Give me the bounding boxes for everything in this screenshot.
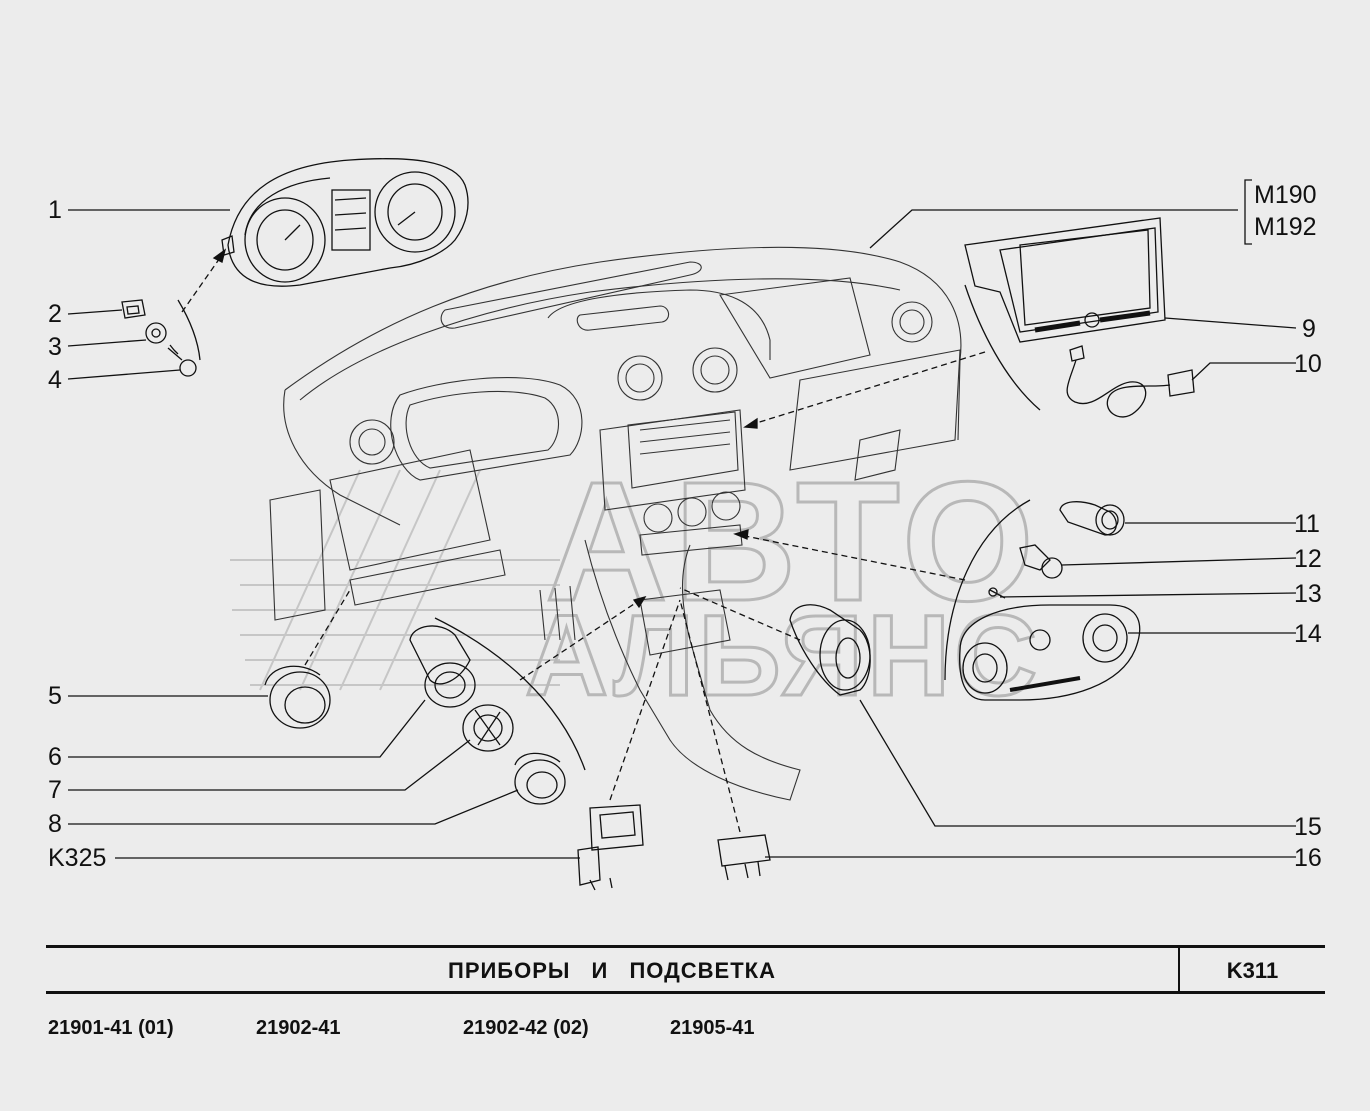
page-title: ПРИБОРЫ И ПОДСВЕТКА: [448, 958, 776, 983]
bulb-holder: [1019, 544, 1063, 579]
lighter-ring: [462, 704, 514, 752]
callout-5: 5: [48, 682, 62, 710]
callout-15: 15: [1294, 813, 1322, 841]
label-bracket: [1244, 179, 1252, 245]
arrow-to-cluster: [181, 254, 223, 313]
callout-2: 2: [48, 300, 62, 328]
leader-display: [869, 209, 1238, 249]
clip-part: [121, 299, 146, 319]
dashboard-outline: [269, 246, 962, 801]
callout-8: 8: [48, 810, 62, 838]
k325-switch: [577, 804, 644, 891]
callout-1: 1: [48, 196, 62, 224]
arrowhead-display: [743, 417, 758, 429]
watermark-line1: АВТО: [545, 447, 1040, 637]
callout-m192: M192: [1254, 213, 1317, 241]
ignition-switch: [789, 604, 871, 696]
lighter-plug: [514, 752, 566, 805]
arrowhead-lighter: [632, 595, 647, 609]
separator-arc-lighter: [434, 617, 586, 771]
callout-7: 7: [48, 776, 62, 804]
leader-lines: [67, 209, 1297, 859]
lighter-socket: [409, 625, 476, 708]
callout-9: 9: [1302, 315, 1316, 343]
model-code-2: 21902-41: [256, 1017, 341, 1039]
title-divider: [1178, 948, 1180, 991]
dashed-arrow-switch: [679, 587, 801, 641]
callout-11: 11: [1294, 510, 1320, 538]
heater-control-panel: [959, 604, 1141, 701]
dashed-arrow-knob: [304, 589, 351, 666]
cable-harness: [1066, 345, 1195, 418]
callout-13: 13: [1294, 580, 1322, 608]
callout-14: 14: [1294, 620, 1322, 648]
model-code-3: 21902-42 (02): [463, 1017, 589, 1039]
separator-arc-right: [964, 284, 1041, 411]
model-code-4: 21905-41: [670, 1017, 755, 1039]
instrument-cluster: [221, 158, 469, 287]
watermark-logo: АВТО АЛЬЯНС: [230, 446, 1041, 722]
arrowhead-heater: [733, 529, 749, 540]
nut-part: [145, 322, 167, 344]
button-switch: [717, 834, 771, 881]
light-socket: [1059, 501, 1125, 536]
separator-arc-left: [177, 299, 201, 361]
dashed-arrow-k325: [609, 599, 681, 801]
knob-part: [264, 665, 331, 729]
callout-10: 10: [1294, 350, 1322, 378]
callout-k325: K325: [48, 844, 107, 872]
separator-arc-heater: [944, 499, 1031, 681]
dashed-arrow-lighter: [519, 599, 641, 681]
callout-3: 3: [48, 333, 62, 361]
multimedia-display: [964, 217, 1166, 343]
dashed-arrow-heater: [739, 534, 966, 581]
title-block: ПРИБОРЫ И ПОДСВЕТКА K311: [46, 945, 1325, 994]
arrowhead-cluster: [212, 248, 227, 263]
callout-6: 6: [48, 743, 62, 771]
dashed-arrow-display: [749, 351, 986, 426]
callout-16: 16: [1294, 844, 1322, 872]
screw-part: [167, 344, 197, 377]
callout-4: 4: [48, 366, 62, 394]
callout-m190: M190: [1254, 181, 1317, 209]
callout-12: 12: [1294, 545, 1322, 573]
model-code-1: 21901-41 (01): [48, 1017, 174, 1039]
watermark-line2: АЛЬЯНС: [525, 592, 1041, 720]
parts-diagram: АВТО АЛЬЯНС: [67, 158, 1297, 891]
page-code: K311: [1226, 958, 1279, 983]
